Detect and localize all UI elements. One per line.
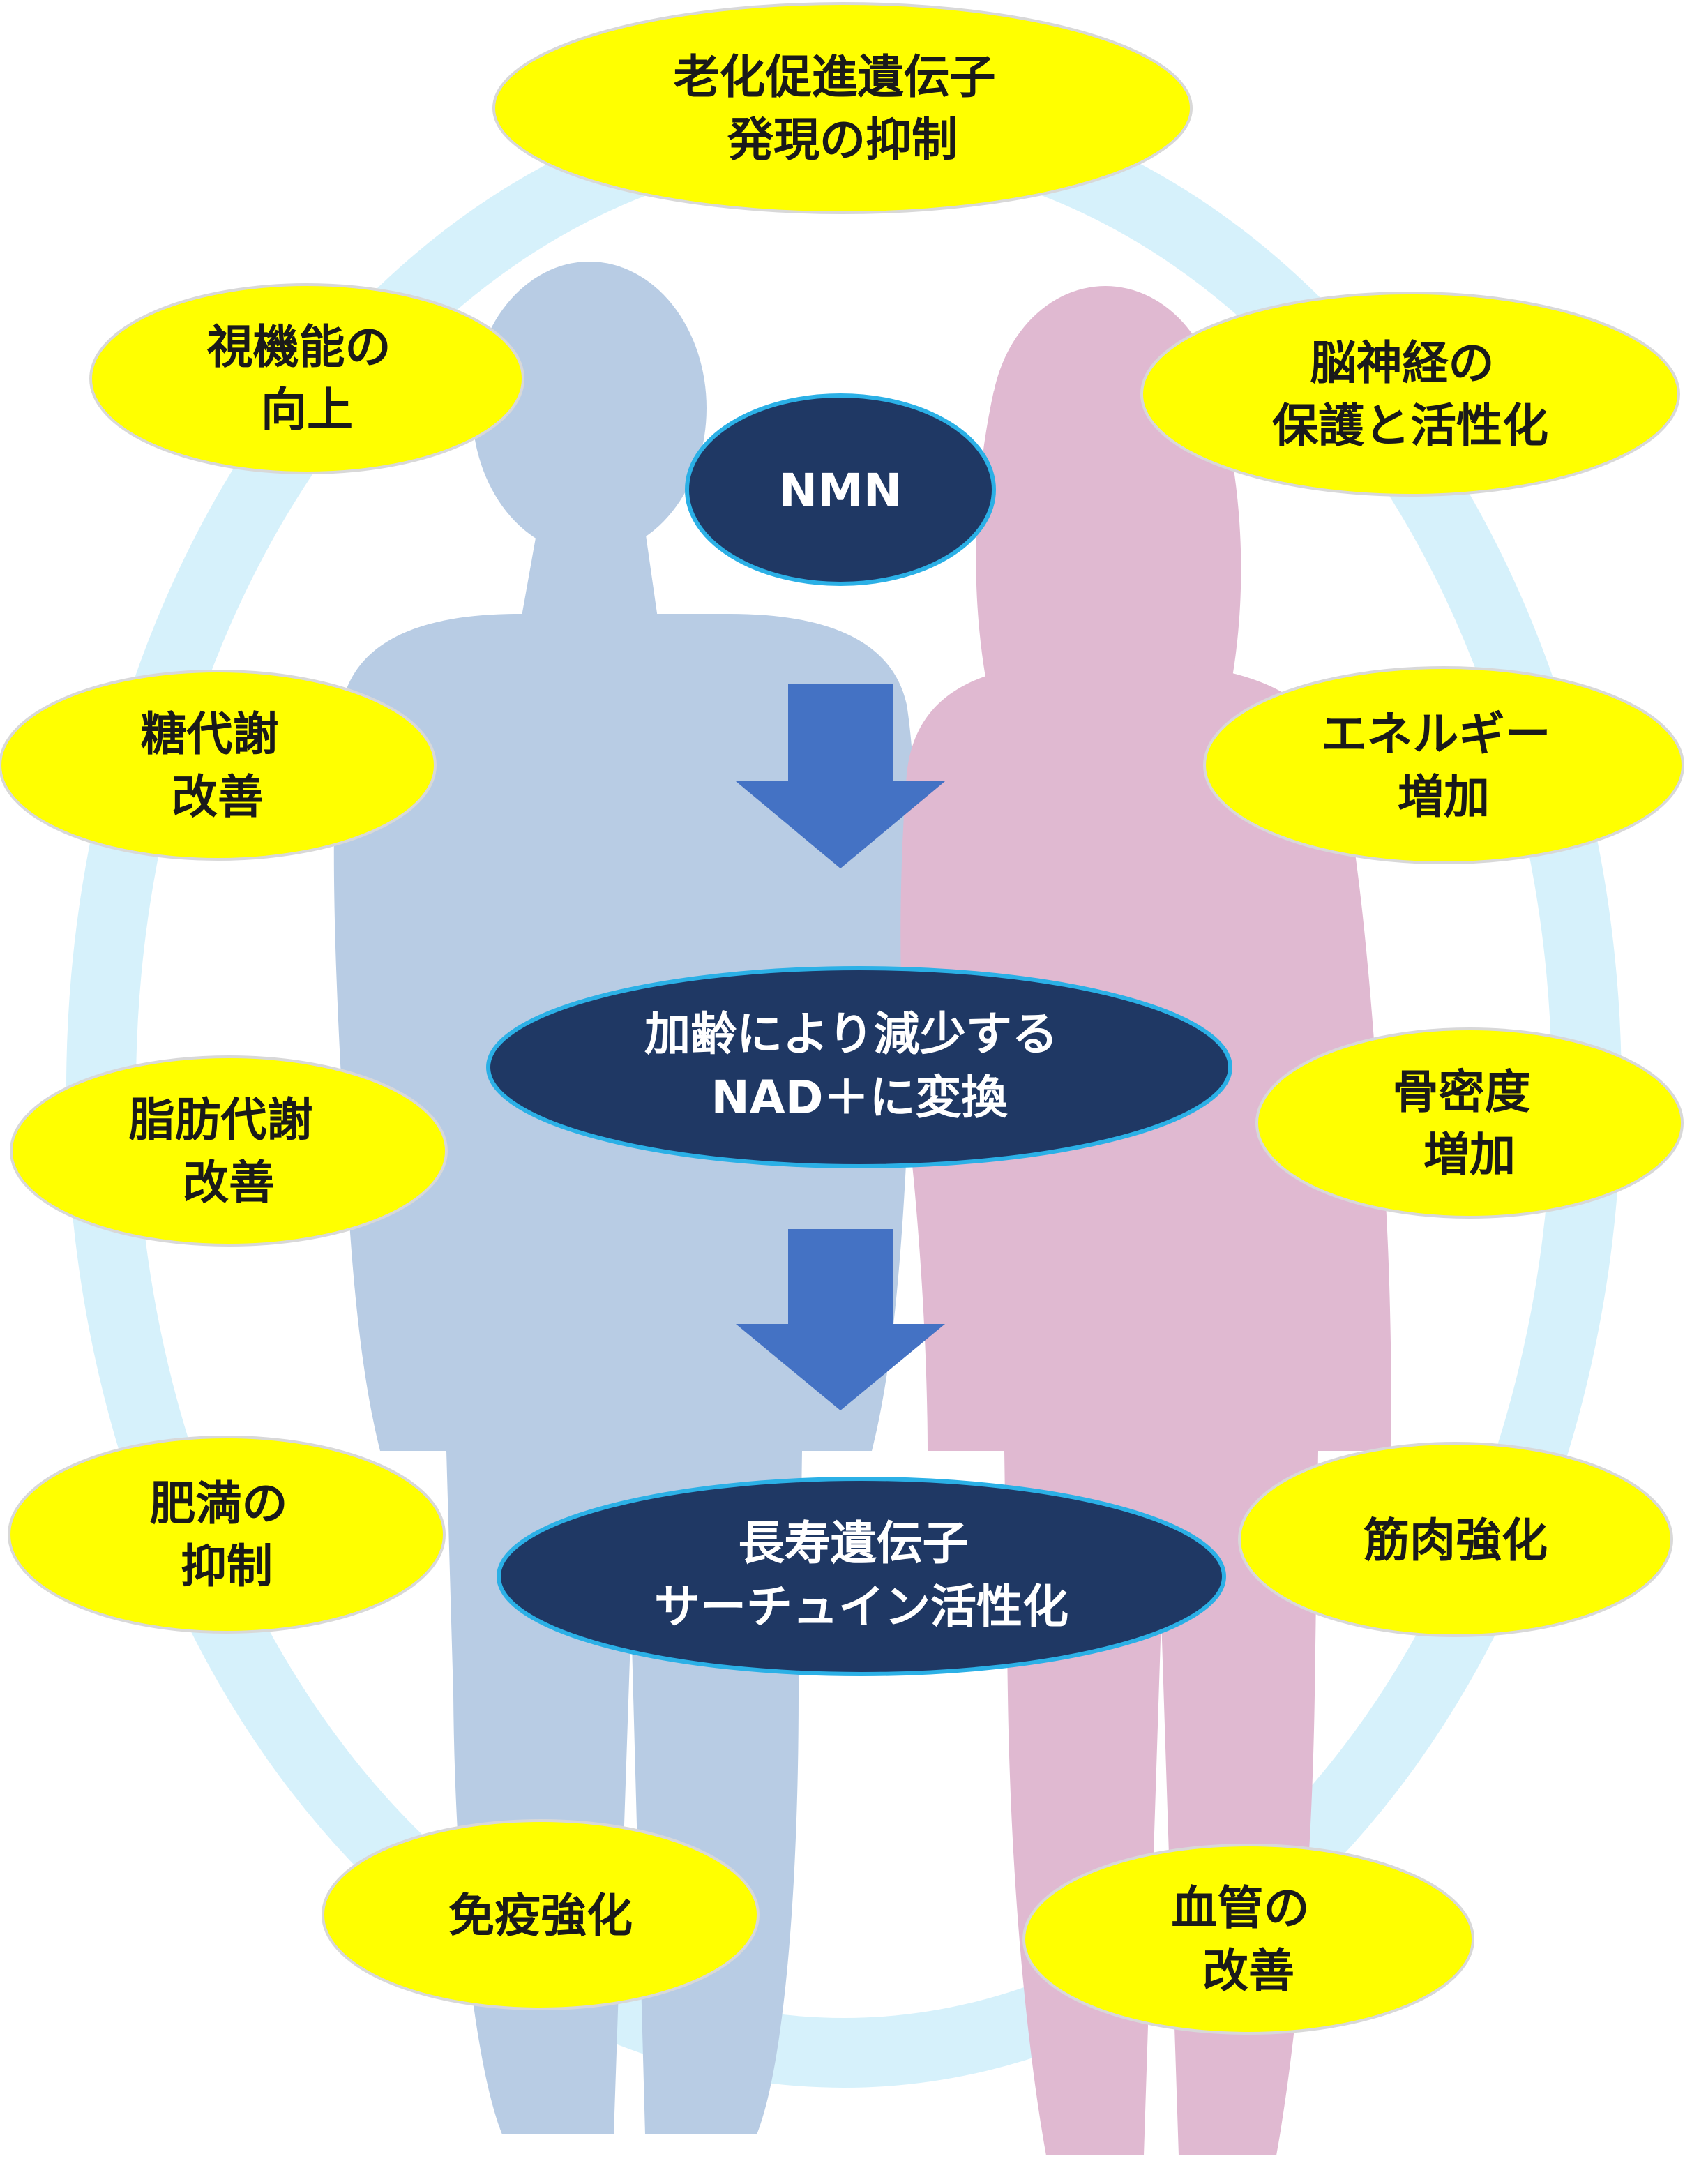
svg-text:糖代謝 改善: 糖代謝 改善 bbox=[141, 707, 295, 824]
benefit-obesity-line-2: 抑制 bbox=[181, 1539, 273, 1593]
svg-text:老化促進遺伝子 発現の抑制: 老化促進遺伝子 発現の抑制 bbox=[674, 50, 1012, 167]
svg-text:エネルギー 増加: エネルギー 増加 bbox=[1321, 707, 1567, 824]
process-sirtuin-activation: 長寿遺伝子 サーチュイン活性化 bbox=[497, 1477, 1226, 1676]
benefit-muscle-line-1: 筋肉強化 bbox=[1364, 1514, 1548, 1567]
down-arrow-1 bbox=[736, 684, 945, 868]
benefit-aging-gene-suppression: 老化促進遺伝子 発現の抑制 bbox=[492, 2, 1193, 214]
benefit-vascular-improvement: 血管の 改善 bbox=[1022, 1844, 1474, 2035]
benefit-vision: 視機能の 向上 bbox=[89, 283, 524, 474]
svg-text:視機能の 向上: 視機能の 向上 bbox=[207, 320, 407, 437]
benefit-vessel-line-1: 血管の bbox=[1172, 1881, 1310, 1935]
svg-text:免疫強化: 免疫強化 bbox=[448, 1889, 633, 1943]
benefit-bone-density: 骨密度 増加 bbox=[1255, 1027, 1684, 1219]
benefit-glucose-line-2: 改善 bbox=[172, 770, 264, 824]
benefit-lipid-metabolism: 脂肪代謝 改善 bbox=[10, 1055, 448, 1247]
benefit-bone-line-1: 骨密度 bbox=[1393, 1065, 1531, 1119]
benefit-obesity-line-1: 肥満の bbox=[150, 1477, 288, 1530]
svg-text:筋肉強化: 筋肉強化 bbox=[1364, 1514, 1548, 1567]
svg-text:脂肪代謝 改善: 脂肪代謝 改善 bbox=[129, 1093, 329, 1210]
svg-text:NMN: NMN bbox=[779, 464, 902, 518]
benefit-vessel-line-2: 改善 bbox=[1202, 1944, 1294, 1998]
benefit-obesity-suppression: 肥満の 抑制 bbox=[8, 1436, 446, 1634]
svg-text:加齢により減少する NAD＋に変換: 加齢により減少する NAD＋に変換 bbox=[644, 1007, 1074, 1124]
benefit-muscle-strengthening: 筋肉強化 bbox=[1238, 1442, 1673, 1637]
svg-text:脳神経の 保護と活性化: 脳神経の 保護と活性化 bbox=[1272, 336, 1548, 453]
svg-text:骨密度 増加: 骨密度 増加 bbox=[1393, 1065, 1547, 1182]
benefit-energy: エネルギー 増加 bbox=[1203, 666, 1684, 864]
benefit-glucose-line-1: 糖代謝 bbox=[141, 707, 279, 761]
benefit-immune-strengthening: 免疫強化 bbox=[322, 1819, 760, 2010]
benefit-brain: 脳神経の 保護と活性化 bbox=[1140, 292, 1680, 497]
process-nmn: NMN bbox=[685, 393, 996, 586]
process-nad-line-1: 加齢により減少する bbox=[644, 1007, 1058, 1061]
svg-text:肥満の 抑制: 肥満の 抑制 bbox=[150, 1477, 304, 1593]
svg-text:血管の 改善: 血管の 改善 bbox=[1172, 1881, 1326, 1998]
benefit-vision-line-1: 視機能の bbox=[207, 320, 391, 374]
svg-text:長寿遺伝子 サーチュイン活性化: 長寿遺伝子 サーチュイン活性化 bbox=[654, 1516, 1068, 1634]
benefit-energy-line-2: 増加 bbox=[1398, 770, 1490, 824]
benefit-aging-line-2: 発現の抑制 bbox=[727, 113, 958, 167]
benefit-bone-line-2: 増加 bbox=[1423, 1128, 1516, 1182]
process-nmn-line-1: NMN bbox=[779, 464, 902, 518]
benefit-aging-line-1: 老化促進遺伝子 bbox=[674, 50, 996, 104]
down-arrow-2 bbox=[736, 1229, 945, 1410]
process-nad-conversion: 加齢により減少する NAD＋に変換 bbox=[486, 966, 1232, 1168]
benefit-energy-line-1: エネルギー bbox=[1321, 707, 1551, 761]
benefit-lipid-line-1: 脂肪代謝 bbox=[129, 1093, 313, 1147]
benefit-immune-line-1: 免疫強化 bbox=[448, 1889, 633, 1943]
process-sirtuin-line-1: 長寿遺伝子 bbox=[739, 1516, 969, 1570]
process-nad-line-2: NAD＋に変換 bbox=[711, 1071, 1008, 1124]
benefit-brain-line-2: 保護と活性化 bbox=[1272, 399, 1548, 453]
process-sirtuin-line-2: サーチュイン活性化 bbox=[654, 1580, 1068, 1634]
benefit-brain-line-1: 脳神経の bbox=[1310, 336, 1495, 390]
benefit-glucose-metabolism: 糖代謝 改善 bbox=[0, 670, 437, 861]
benefit-vision-line-2: 向上 bbox=[261, 383, 353, 437]
benefit-lipid-line-2: 改善 bbox=[183, 1156, 275, 1210]
